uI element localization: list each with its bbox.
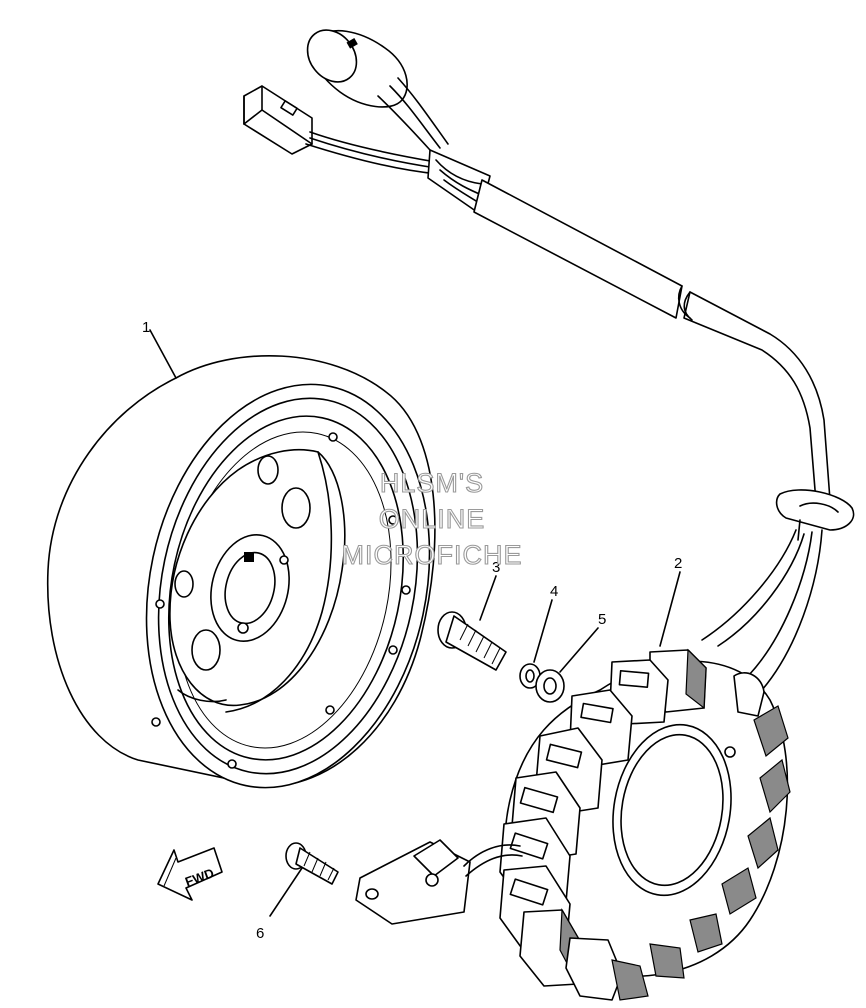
fwd-arrow-icon: FWD xyxy=(157,847,223,901)
stator-coils xyxy=(499,648,791,1001)
plain-washer xyxy=(535,627,599,703)
watermark-line-1: HLSM'S xyxy=(380,468,484,498)
callout-4: 4 xyxy=(550,583,558,600)
watermark-line-3: MICROFICHE xyxy=(342,540,523,570)
flywheel-rotor xyxy=(46,329,436,789)
harness-bundle xyxy=(427,149,855,691)
stator-assembly xyxy=(355,571,791,1001)
callout-1-leader xyxy=(149,329,177,379)
watermark: HLSM'S ONLINE MICROFICHE xyxy=(341,467,523,570)
cable-clamp xyxy=(733,672,765,717)
callout-3: 3 xyxy=(492,559,500,576)
watermark-line-2: ONLINE xyxy=(379,504,486,534)
callout-6: 6 xyxy=(256,925,264,942)
wire-harness xyxy=(243,29,855,691)
screw xyxy=(269,842,339,917)
callout-2: 2 xyxy=(674,555,682,572)
callout-3-leader xyxy=(479,575,497,621)
lock-washer xyxy=(519,599,553,689)
callout-5-leader xyxy=(559,627,599,673)
callout-1: 1 xyxy=(142,319,150,336)
round-connector xyxy=(306,29,449,151)
rect-connector xyxy=(243,85,439,175)
callout-6-leader xyxy=(269,867,303,917)
flywheel-hub xyxy=(169,449,346,713)
bolt xyxy=(437,575,507,671)
callout-5: 5 xyxy=(598,611,606,628)
callout-4-leader xyxy=(533,599,553,663)
callout-2-leader xyxy=(659,571,681,647)
pickup-coil xyxy=(355,839,523,925)
